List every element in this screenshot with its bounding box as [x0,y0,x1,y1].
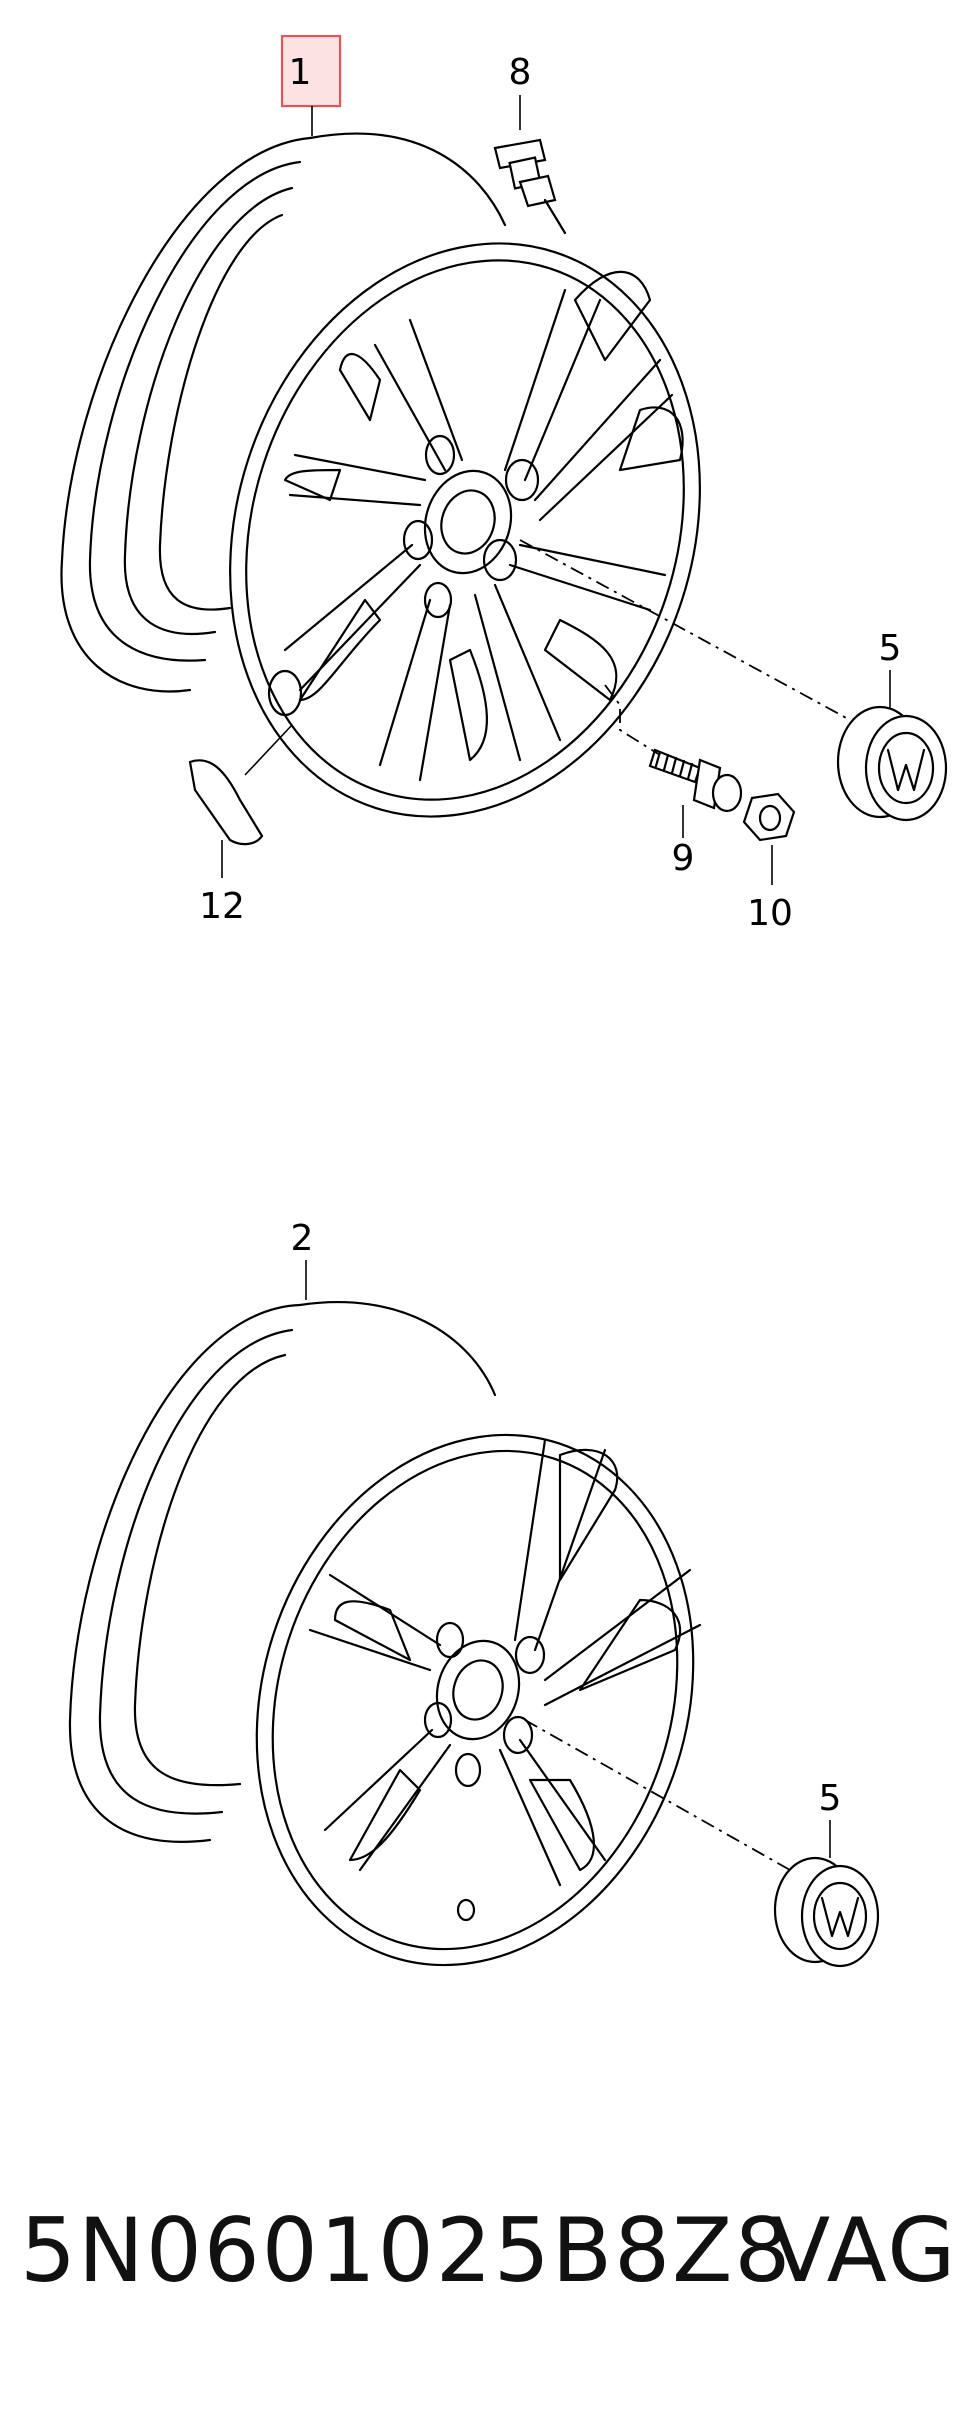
label-part-5-bottom: 5 [819,1778,842,1819]
brand-name: VAG [770,2198,958,2302]
part-number: 5N0601025B8Z8 [20,2198,793,2302]
label-part-5-top: 5 [879,628,902,669]
part-1-highlight [280,34,342,108]
footer: 5N0601025B8Z8 VAG [0,2180,979,2320]
valve-drawing [493,95,567,235]
wheel-1-drawing [60,132,701,818]
label-part-9: 9 [672,838,695,879]
label-part-12: 12 [199,886,245,927]
nut-drawing [742,792,796,885]
bolt-drawing [604,684,743,838]
hub-cap-top-drawing [519,539,948,822]
label-part-10: 10 [747,893,793,934]
clip-drawing [188,724,293,878]
label-part-2: 2 [291,1218,314,1259]
label-part-8: 8 [509,52,532,93]
wheel-2-drawing [68,1301,702,1967]
label-part-1: 1 [289,52,312,93]
hub-cap-bottom-drawing [524,1719,880,1968]
